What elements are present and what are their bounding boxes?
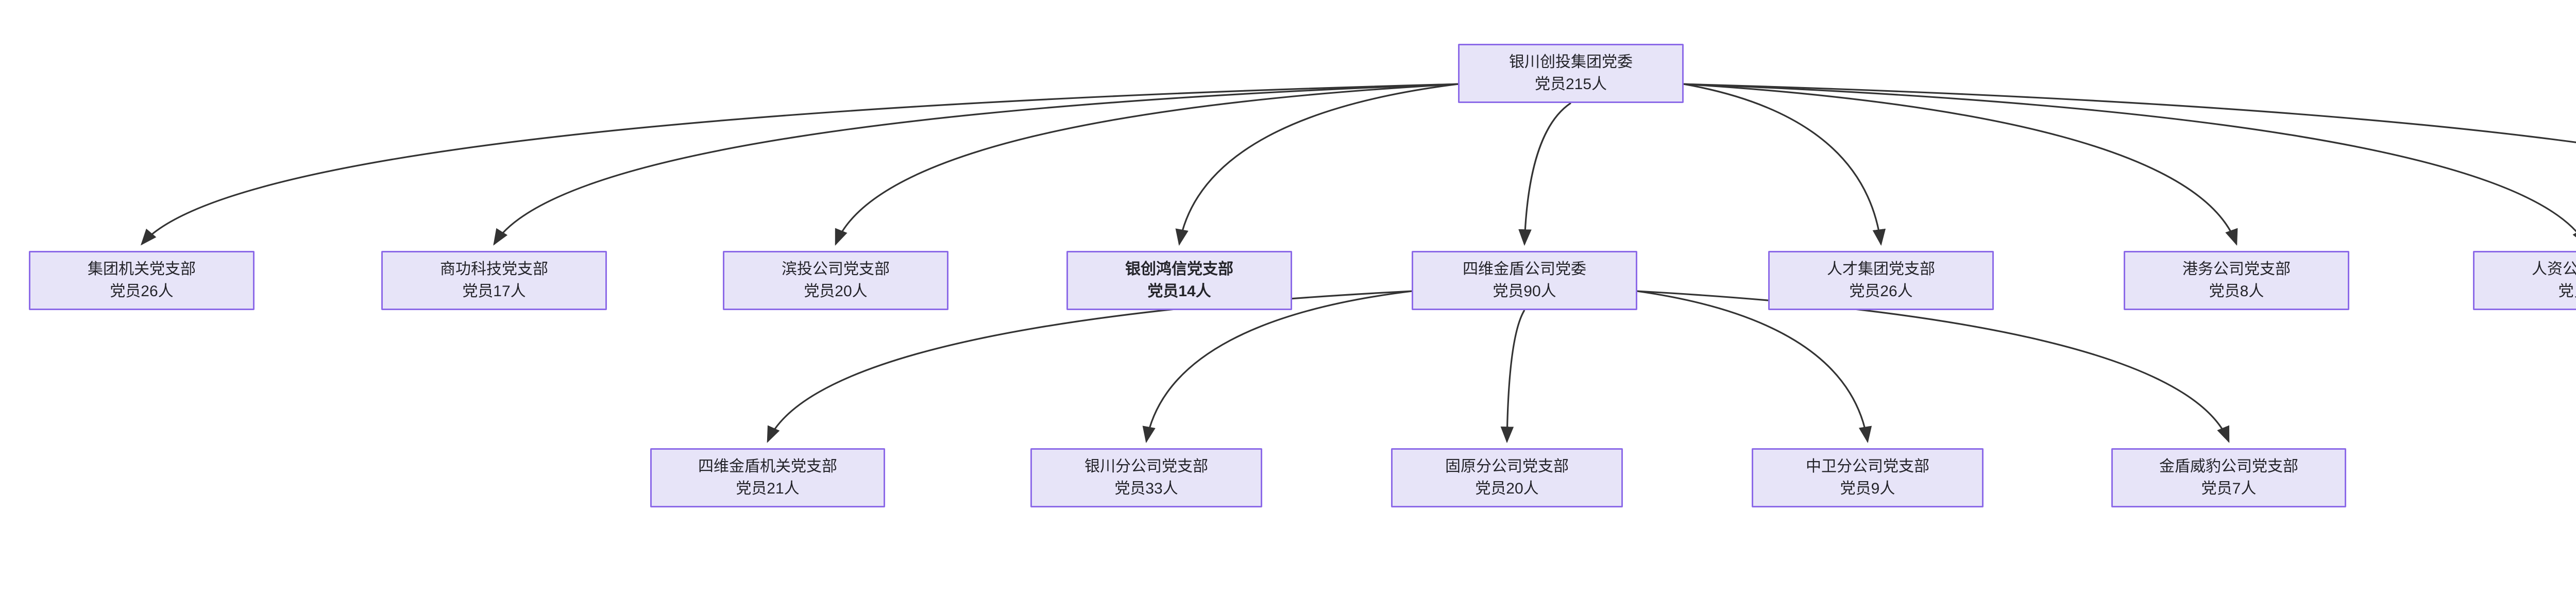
edge-root-to-shanggong-keji bbox=[493, 83, 1459, 246]
org-node-shanggong-keji[interactable]: 商功科技党支部党员17人 bbox=[381, 251, 607, 310]
org-node-renzi[interactable]: 人资公司党支部党员5人 bbox=[2473, 251, 2576, 310]
org-node-count: 党员17人 bbox=[462, 282, 526, 300]
org-node-siwei-jiguan[interactable]: 四维金盾机关党支部党员21人 bbox=[650, 448, 885, 507]
org-node-count: 党员90人 bbox=[1493, 282, 1556, 300]
org-node-title: 人才集团党支部 bbox=[1827, 260, 1935, 278]
org-node-title: 中卫分公司党支部 bbox=[1806, 457, 1929, 475]
org-node-count: 党员215人 bbox=[1534, 75, 1607, 93]
edge-root-to-renzi bbox=[1683, 83, 2576, 246]
edge-siwei-jindun-to-jindun-weibao bbox=[1637, 290, 2230, 443]
org-node-count: 党员7人 bbox=[2201, 480, 2257, 497]
edge-root-to-landun bbox=[1683, 83, 2576, 143]
org-node-guyuan-fen[interactable]: 固原分公司党支部党员20人 bbox=[1391, 448, 1623, 507]
org-node-root[interactable]: 银川创投集团党委党员215人 bbox=[1458, 44, 1684, 103]
org-node-count: 党员21人 bbox=[736, 480, 800, 497]
org-node-title: 四维金盾公司党委 bbox=[1463, 260, 1586, 278]
org-node-jituan-jiguan[interactable]: 集团机关党支部党员26人 bbox=[29, 251, 255, 310]
edge-root-to-siwei-jindun bbox=[1518, 102, 1571, 246]
org-node-count: 党员14人 bbox=[1147, 282, 1211, 300]
org-node-title: 银川创投集团党委 bbox=[1509, 53, 1633, 71]
org-node-title: 银创鸿信党支部 bbox=[1125, 260, 1233, 278]
org-node-jindun-weibao[interactable]: 金盾威豹公司党支部党员7人 bbox=[2111, 448, 2346, 507]
org-node-count: 党员26人 bbox=[1849, 282, 1913, 300]
org-node-count: 党员26人 bbox=[110, 282, 174, 300]
edge-root-to-gangwu bbox=[1683, 83, 2238, 246]
edge-root-to-rencai-jituan bbox=[1683, 83, 1886, 246]
org-node-bintou[interactable]: 滨投公司党支部党员20人 bbox=[723, 251, 948, 310]
org-node-siwei-jindun[interactable]: 四维金盾公司党委党员90人 bbox=[1412, 251, 1637, 310]
org-node-title: 滨投公司党支部 bbox=[782, 260, 890, 278]
org-node-title: 银川分公司党支部 bbox=[1084, 457, 1208, 475]
org-node-count: 党员8人 bbox=[2209, 282, 2264, 300]
edge-root-to-jituan-jiguan bbox=[140, 83, 1459, 246]
org-node-title: 四维金盾机关党支部 bbox=[698, 457, 837, 475]
org-node-title: 港务公司党支部 bbox=[2182, 260, 2291, 278]
org-node-count: 党员20人 bbox=[804, 282, 868, 300]
org-node-count: 党员33人 bbox=[1114, 480, 1178, 497]
edge-siwei-jindun-to-zhongwei-fen bbox=[1637, 290, 1872, 444]
org-node-yinchuang-hongxin[interactable]: 银创鸿信党支部党员14人 bbox=[1066, 251, 1292, 310]
org-node-gangwu[interactable]: 港务公司党支部党员8人 bbox=[2124, 251, 2349, 310]
org-node-count: 党员9人 bbox=[1840, 480, 1895, 497]
org-node-yinchuan-fen[interactable]: 银川分公司党支部党员33人 bbox=[1030, 448, 1262, 507]
org-node-title: 固原分公司党支部 bbox=[1445, 457, 1569, 475]
org-node-title: 人资公司党支部 bbox=[2532, 260, 2576, 278]
org-node-title: 金盾威豹公司党支部 bbox=[2159, 457, 2298, 475]
org-node-count: 党员5人 bbox=[2558, 282, 2576, 300]
edge-root-to-bintou bbox=[835, 83, 1459, 246]
edge-siwei-jindun-to-siwei-jiguan bbox=[767, 290, 1412, 443]
edge-siwei-jindun-to-guyuan-fen bbox=[1500, 310, 1526, 444]
org-node-rencai-jituan[interactable]: 人才集团党支部党员26人 bbox=[1768, 251, 1994, 310]
edge-root-to-yinchuang-hongxin bbox=[1175, 83, 1459, 246]
org-node-zhongwei-fen[interactable]: 中卫分公司党支部党员9人 bbox=[1752, 448, 1984, 507]
org-node-count: 党员20人 bbox=[1475, 480, 1539, 497]
org-node-title: 集团机关党支部 bbox=[88, 260, 196, 278]
org-node-title: 商功科技党支部 bbox=[440, 260, 548, 278]
edge-siwei-jindun-to-yinchuan-fen bbox=[1142, 290, 1412, 444]
